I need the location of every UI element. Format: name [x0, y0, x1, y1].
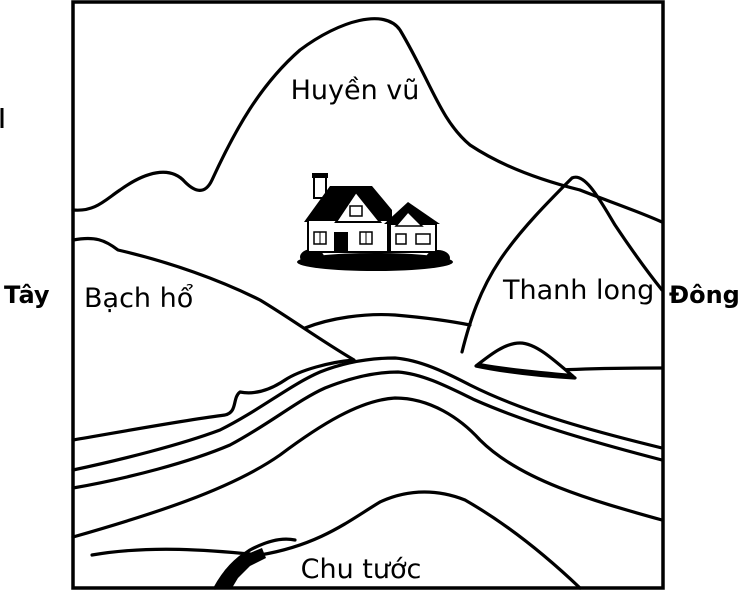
east-small-hill-shadow [478, 363, 575, 378]
river-lower-bank [71, 370, 664, 490]
north-mountain [71, 17, 582, 212]
east-mountain [460, 175, 664, 354]
north-mountain-ridge-right [578, 188, 664, 224]
label-west-mountain: Bạch hổ [84, 283, 193, 314]
house-icon [297, 173, 453, 271]
south-ridge [71, 396, 664, 539]
south-path-hatch [215, 548, 266, 588]
river-upper-bank [71, 356, 664, 472]
east-mountain-base [558, 366, 664, 372]
south-hill [90, 490, 582, 590]
inner-ridge [303, 313, 472, 330]
label-north: Huyền vũ [291, 75, 420, 106]
label-east: Đông [669, 281, 740, 309]
label-west: Tây [4, 281, 50, 309]
label-south: Chu tước [301, 554, 422, 585]
west-mountain [71, 236, 356, 442]
label-east-mountain: Thanh long [502, 275, 654, 306]
